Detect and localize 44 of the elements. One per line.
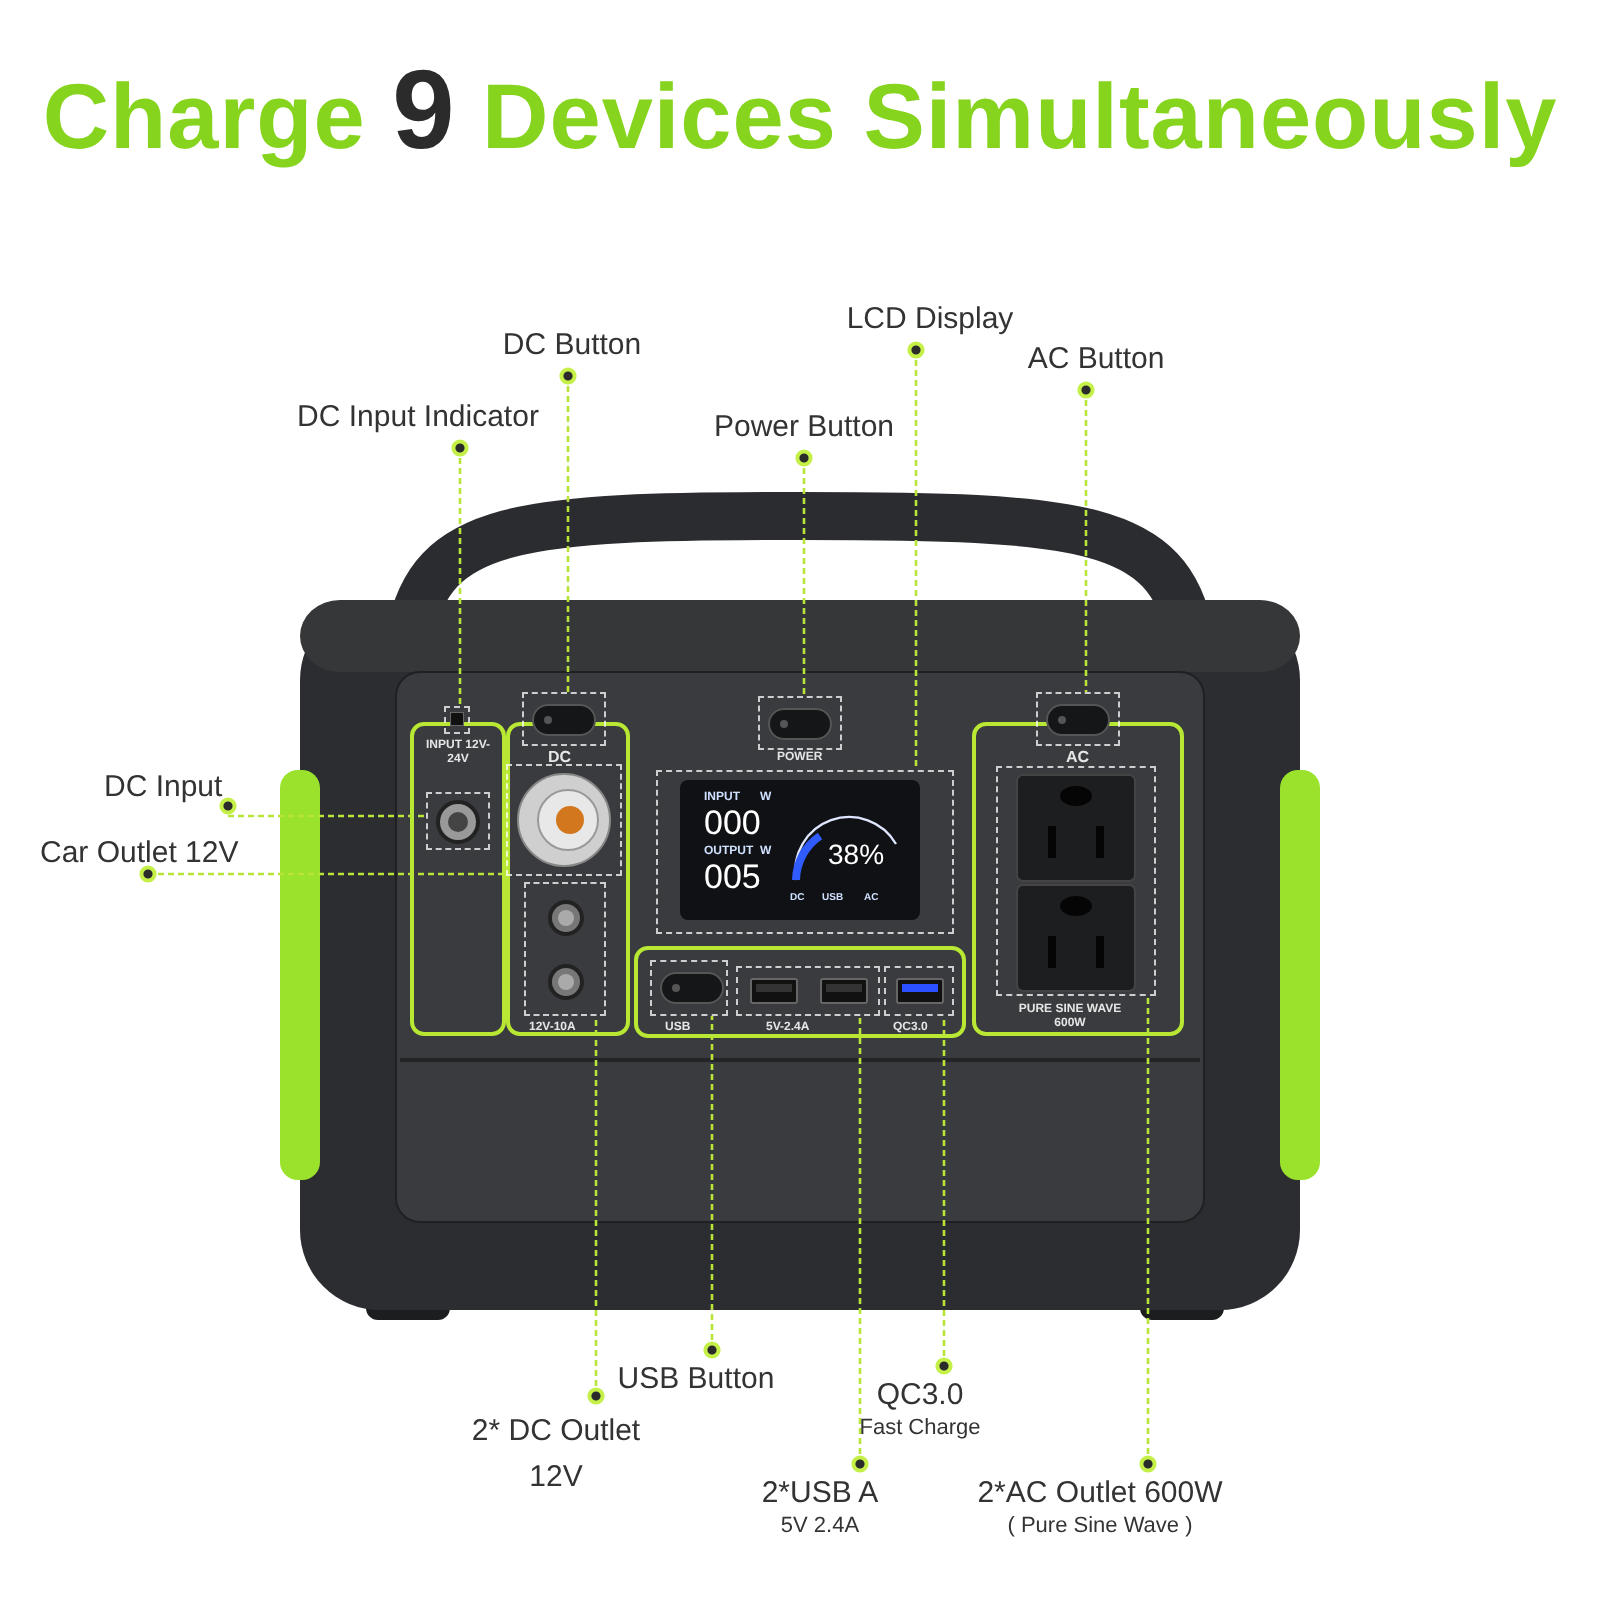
callout-text: DC Input Indicator: [268, 400, 568, 436]
callout-text: AC Button: [1006, 342, 1186, 378]
highlight-box: [736, 966, 880, 1016]
callout-text: Power Button: [694, 410, 914, 446]
callout-subtitle: 5V 2.4A: [778, 1512, 862, 1542]
callout-text: Car Outlet 12V: [40, 836, 264, 872]
highlight-box: [996, 766, 1156, 996]
callout-text: LCD Display: [830, 302, 1030, 338]
leader-line: [1077, 381, 1095, 692]
part-label: DC: [548, 748, 572, 766]
callout-subtitle: ( Pure Sine Wave ): [1005, 1512, 1195, 1542]
highlight-box: [884, 966, 954, 1016]
callout-title: 2*USB A: [759, 1476, 881, 1512]
highlight-box: [524, 882, 606, 1016]
callout-text: USB Button: [596, 1362, 796, 1398]
callout-text: 2* DC Outlet 12V: [460, 1408, 652, 1500]
leader-line: [559, 367, 577, 692]
leader-line: [451, 439, 469, 706]
device-label: 005: [704, 860, 761, 894]
callout-subtitle: Fast Charge: [857, 1414, 983, 1444]
highlight-box: [522, 692, 606, 746]
device-label: 38%: [828, 840, 885, 868]
leader-line: [219, 797, 426, 818]
leader-line: [703, 1016, 721, 1359]
callout-title: QC3.0: [874, 1378, 966, 1414]
highlight-box: [426, 792, 490, 850]
leader-line: [907, 341, 925, 770]
device-label: 000: [704, 806, 761, 840]
leader-line: [587, 1016, 605, 1405]
callout-text: DC Button: [472, 328, 672, 364]
highlight-box: [656, 770, 954, 934]
leader-line: [851, 1016, 869, 1473]
leader-line: [1139, 996, 1157, 1473]
callout-title: 2*AC Outlet 600W: [975, 1476, 1225, 1512]
title: Charge 9 Devices Simultaneously: [40, 44, 1560, 174]
highlight-box: [1036, 692, 1120, 746]
highlight-box: [444, 706, 470, 734]
leader-line: [139, 865, 506, 883]
callout-text: DC Input: [104, 770, 236, 806]
leader-line: [795, 449, 813, 696]
part-label: AC: [1066, 748, 1090, 766]
highlight-box: [758, 696, 842, 750]
leader-line: [935, 1016, 953, 1375]
highlight-box: [650, 960, 728, 1016]
